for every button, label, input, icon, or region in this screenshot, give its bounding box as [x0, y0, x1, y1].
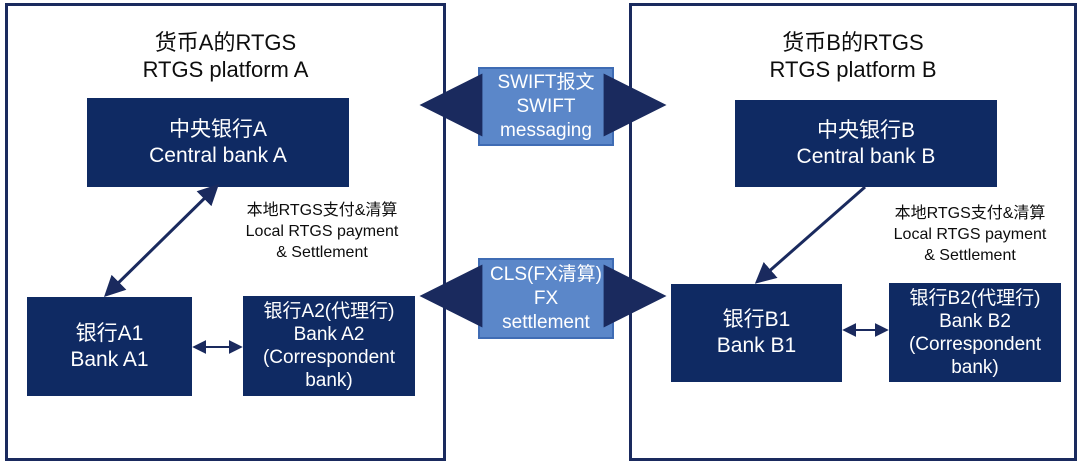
central-bank-a-zh: 中央银行A [168, 117, 267, 141]
bank-a2-en: Bank A2 [293, 324, 365, 345]
central-bank-b-zh: 中央银行B [816, 118, 915, 142]
platform-b-note-en: Local RTGS payment [893, 226, 1047, 243]
platform-b-title: 货币B的RTGS RTGS platform B [632, 29, 1074, 83]
platform-b-note: 本地RTGS支付&清算 Local RTGS payment & Settlem… [870, 203, 1070, 266]
platform-a-note: 本地RTGS支付&清算 Local RTGS payment & Settlem… [222, 200, 422, 263]
cls-line3: settlement [502, 311, 590, 333]
platform-a-title: 货币A的RTGS RTGS platform A [8, 29, 443, 83]
cls-line1: CLS(FX清算) [490, 263, 602, 285]
bank-a2-en3: bank) [305, 370, 353, 391]
central-bank-a-box: 中央银行A Central bank A [87, 98, 349, 187]
swift-line3: messaging [500, 119, 592, 141]
platform-b-title-zh: 货币B的RTGS [782, 30, 924, 55]
central-bank-b-box: 中央银行B Central bank B [735, 100, 997, 187]
bank-a1-zh: 银行A1 [75, 321, 144, 345]
platform-a-title-en: RTGS platform A [142, 57, 309, 82]
bank-b2-box: 银行B2(代理行) Bank B2 (Correspondent bank) [889, 283, 1061, 382]
central-bank-b-en: Central bank B [796, 144, 936, 168]
bank-a2-box: 银行A2(代理行) Bank A2 (Correspondent bank) [243, 296, 415, 396]
bank-b2-zh: 银行B2(代理行) [909, 287, 1041, 309]
platform-a-title-zh: 货币A的RTGS [154, 30, 297, 55]
platform-b-note-zh: 本地RTGS支付&清算 [894, 205, 1046, 222]
swift-messaging-box: SWIFT报文 SWIFT messaging [478, 67, 614, 146]
bank-b1-zh: 银行B1 [722, 308, 791, 331]
swift-line2: SWIFT [516, 95, 576, 117]
swift-line1: SWIFT报文 [497, 71, 595, 93]
central-bank-a-en: Central bank A [149, 143, 287, 167]
bank-b2-en2: (Correspondent [908, 333, 1042, 355]
bank-b1-box: 银行B1 Bank B1 [671, 284, 842, 382]
platform-a-note-en: Local RTGS payment [245, 223, 399, 240]
bank-b2-en3: bank) [951, 356, 999, 378]
platform-b-note-en2: & Settlement [924, 247, 1016, 264]
bank-a1-box: 银行A1 Bank A1 [27, 297, 192, 396]
bank-b1-en: Bank B1 [716, 334, 797, 357]
platform-a-note-en2: & Settlement [276, 244, 368, 261]
bank-a2-en2: (Correspondent [262, 347, 396, 368]
platform-a-note-zh: 本地RTGS支付&清算 [246, 202, 398, 219]
cls-line2: FX [533, 287, 559, 309]
cls-fx-settlement-box: CLS(FX清算) FX settlement [478, 258, 614, 339]
platform-b-title-en: RTGS platform B [769, 57, 937, 82]
bank-a2-zh: 银行A2(代理行) [263, 301, 395, 322]
bank-a1-en: Bank A1 [70, 347, 149, 371]
bank-b2-en: Bank B2 [939, 310, 1011, 332]
